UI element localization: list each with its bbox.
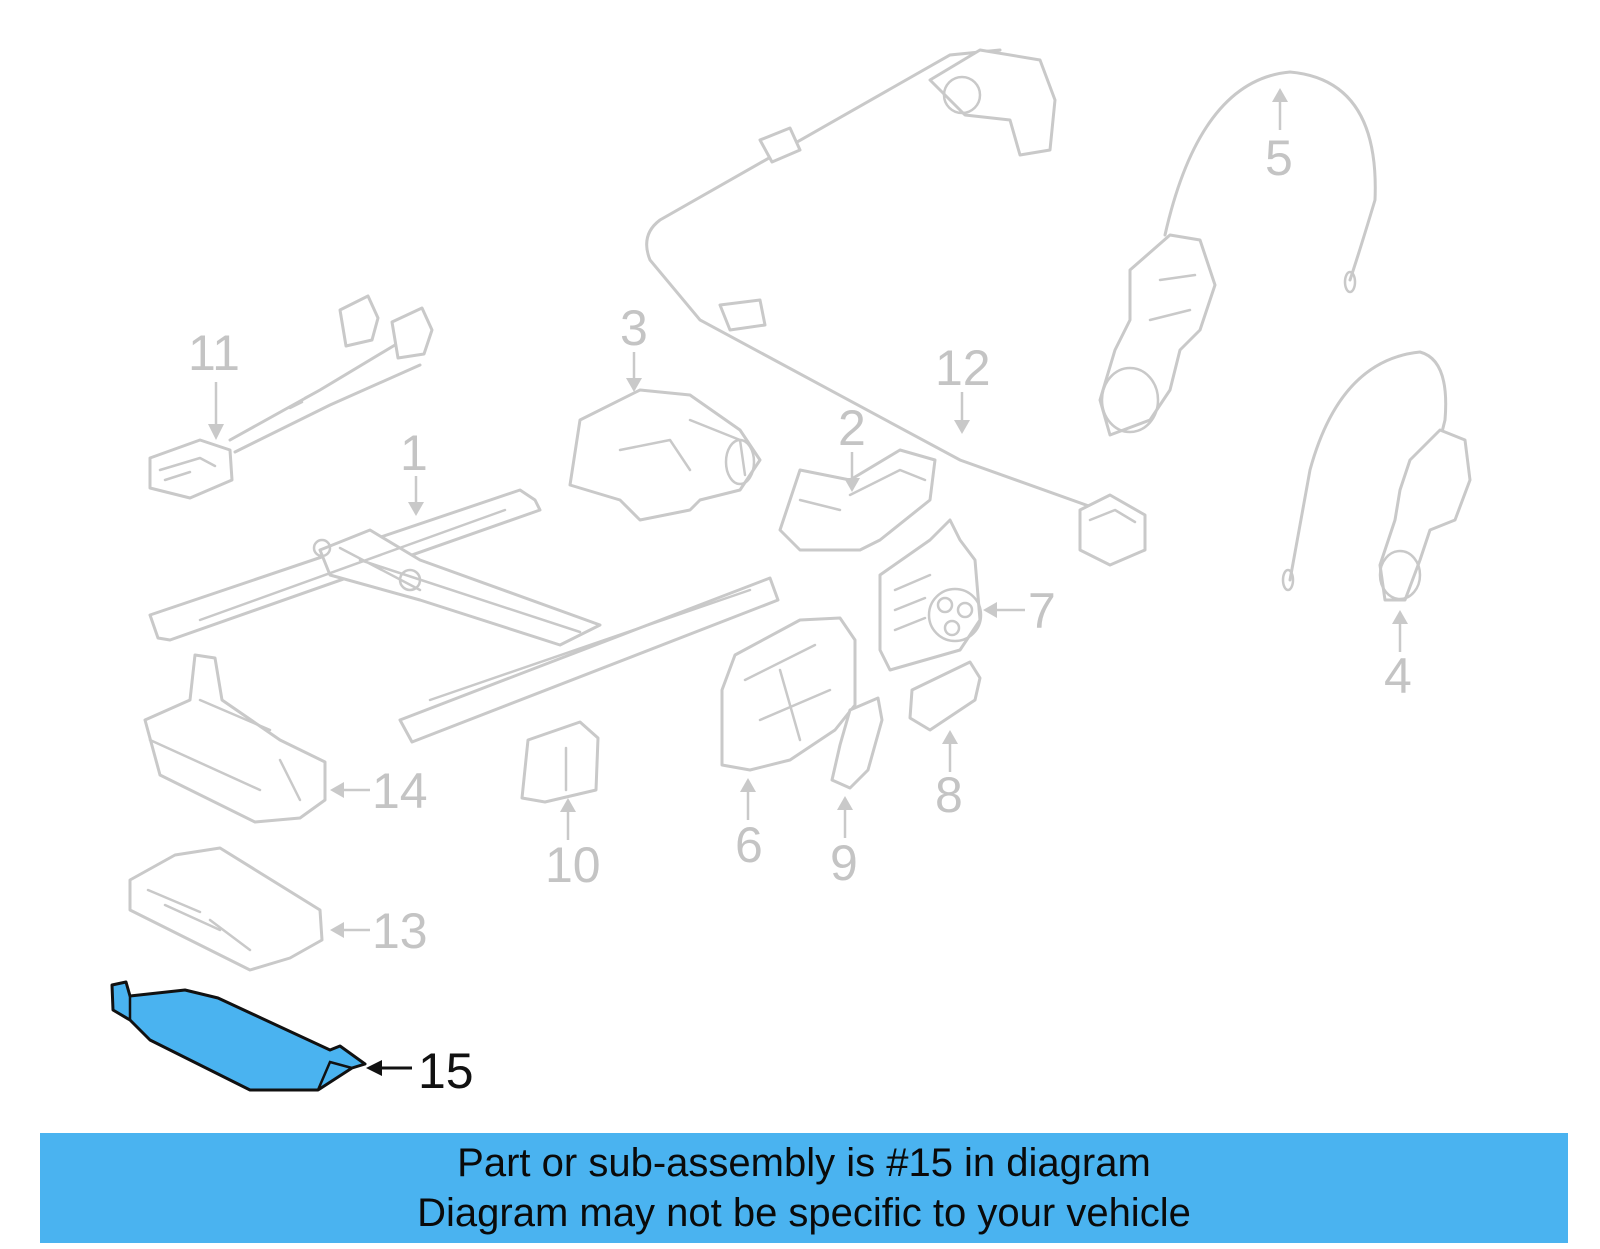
callout-10: 10 [545,837,601,893]
info-banner: Part or sub-assembly is #15 in diagram D… [40,1133,1568,1243]
part-10-switch[interactable] [520,720,600,804]
part-9-trim[interactable] [830,696,884,790]
part-7-lumbar-motor[interactable] [878,518,983,672]
part-6-control-module[interactable] [720,616,857,772]
part-13-module[interactable] [128,846,324,972]
part-11-wiring-harness[interactable] [148,294,434,500]
callout-11: 11 [188,325,240,381]
part-4-actuator[interactable] [1281,350,1472,602]
part-5-actuator[interactable] [1098,70,1377,437]
callout-13: 13 [372,903,428,959]
callout-15: 15 [418,1043,474,1099]
callout-1: 1 [400,425,428,481]
part-2-motor[interactable] [778,448,937,552]
callout-5: 5 [1265,130,1293,186]
callout-7: 7 [1028,583,1056,639]
part-8-cover[interactable] [908,660,982,732]
callout-9: 9 [830,835,858,891]
callout-12: 12 [935,340,991,396]
callout-6: 6 [735,817,763,873]
callout-8: 8 [935,767,963,823]
banner-line-1: Part or sub-assembly is #15 in diagram [457,1141,1151,1185]
callout-14: 14 [372,763,428,819]
callout-2: 2 [838,400,866,456]
part-15-bracket-highlighted[interactable] [110,980,367,1092]
part-1-seat-track[interactable] [148,488,780,744]
callout-3: 3 [620,300,648,356]
callout-4: 4 [1384,648,1412,704]
banner-line-2: Diagram may not be specific to your vehi… [417,1191,1191,1235]
part-3-seat-motor[interactable] [568,388,762,522]
part-14-bracket[interactable] [143,653,327,824]
part-12-cable[interactable] [645,48,1147,567]
